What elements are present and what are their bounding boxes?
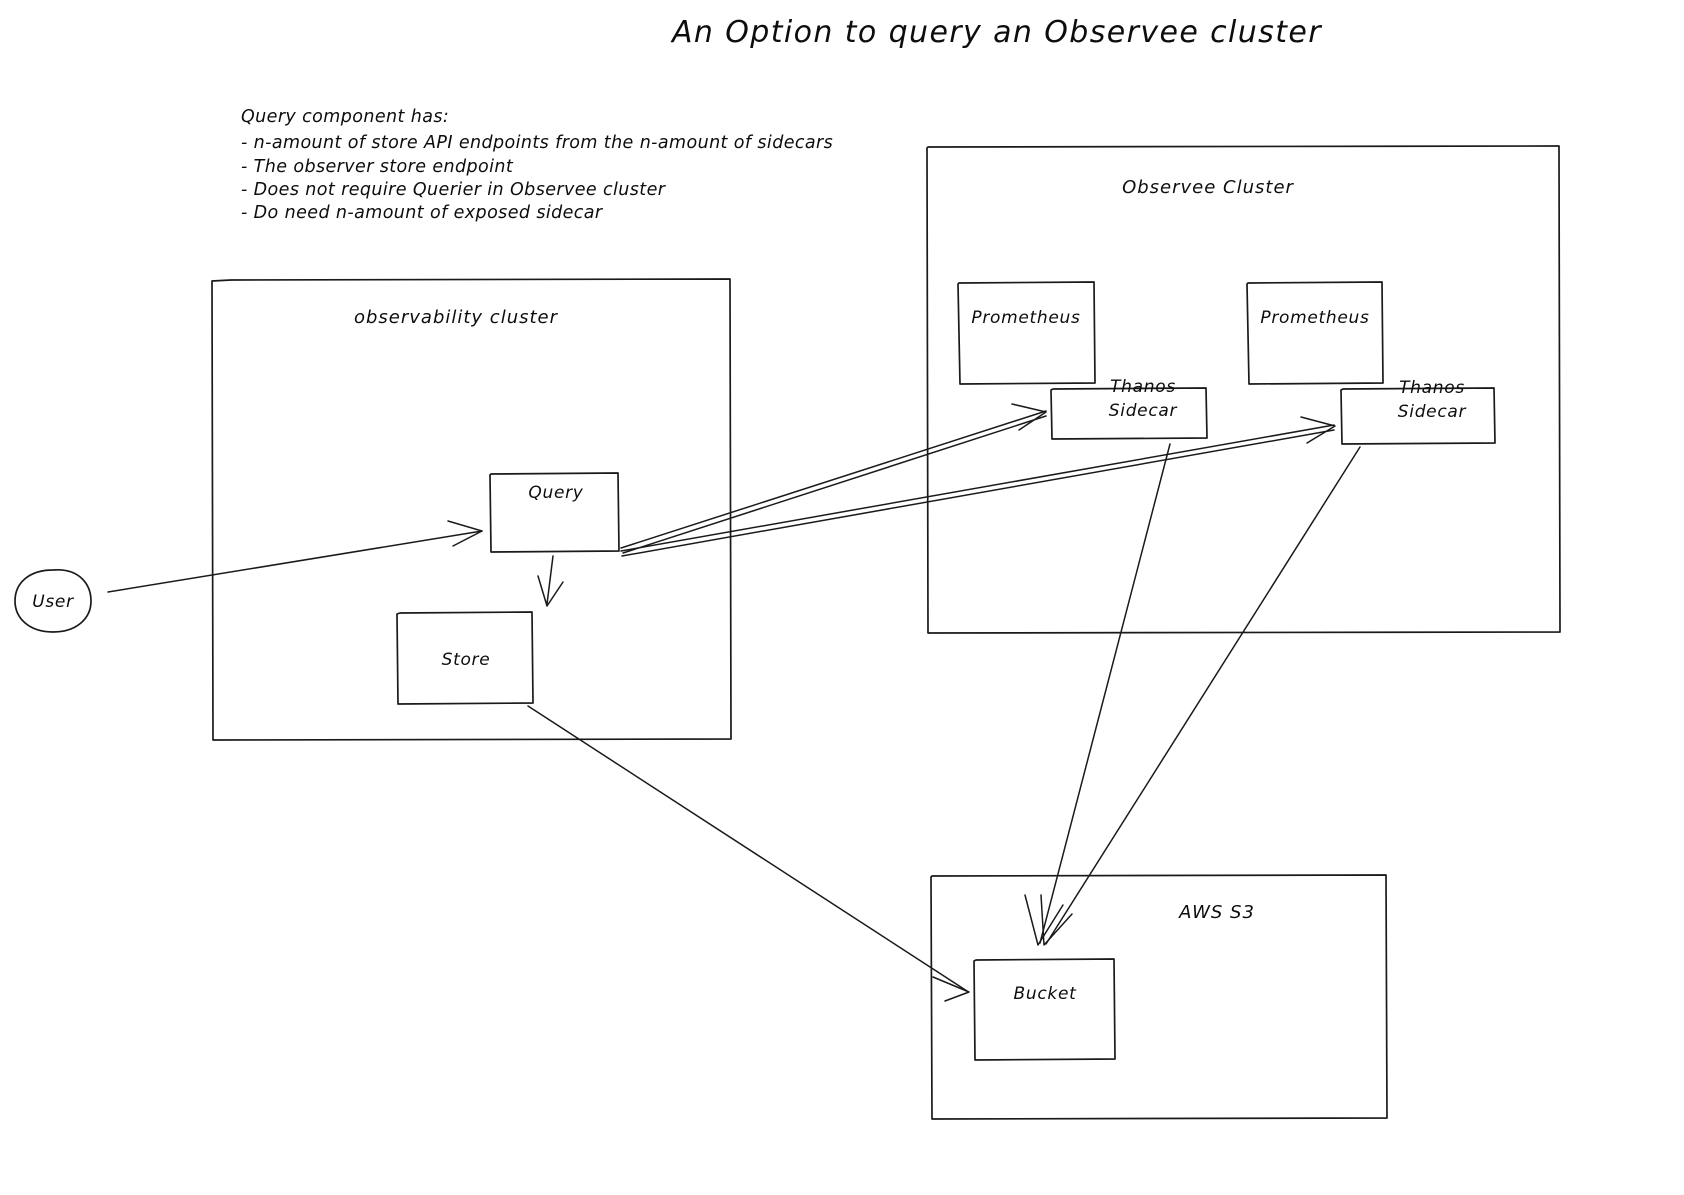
arrow-query-to-sidecar-left: [620, 403, 1047, 554]
arrow-store-to-bucket: [527, 705, 970, 1002]
node-user-shape: [14, 569, 92, 633]
arrow-sidecar-left-to-bucket: [1024, 443, 1171, 946]
cluster-aws-s3-label: AWS S3: [1178, 902, 1255, 923]
node-thanos-sidecar-left-label-line1: Thanos: [1110, 377, 1176, 397]
node-store[interactable]: Store: [396, 611, 534, 705]
node-thanos-sidecar-left-label-line2: Sidecar: [1109, 401, 1178, 421]
node-prometheus-left[interactable]: Prometheus: [957, 281, 1096, 385]
node-thanos-sidecar-left[interactable]: Thanos Sidecar: [1050, 377, 1208, 440]
node-prometheus-left-label: Prometheus: [971, 308, 1080, 328]
node-query-shape: [489, 472, 620, 553]
page-title: An Option to query an Observee cluster: [670, 15, 1322, 50]
node-thanos-sidecar-right-label-line1: Thanos: [1399, 378, 1465, 398]
node-prometheus-right-shape: [1246, 281, 1384, 385]
notes-bullet-1: - The observer store endpoint: [241, 157, 514, 177]
cluster-observee[interactable]: Observee Cluster: [926, 145, 1561, 634]
arrow-user-to-query: [107, 520, 483, 593]
notes-bullet-3: - Do need n-amount of exposed sidecar: [241, 203, 604, 223]
node-thanos-sidecar-right-label-line2: Sidecar: [1398, 402, 1467, 422]
cluster-aws-s3[interactable]: AWS S3: [930, 874, 1388, 1120]
node-prometheus-right-label: Prometheus: [1260, 308, 1369, 328]
arrow-query-to-store: [537, 555, 564, 607]
cluster-observability[interactable]: observability cluster: [211, 278, 732, 741]
cluster-observee-border: [926, 145, 1561, 634]
node-store-label: Store: [442, 650, 491, 670]
node-prometheus-right[interactable]: Prometheus: [1246, 281, 1384, 385]
cluster-aws-s3-border: [930, 874, 1388, 1120]
cluster-observability-border: [211, 278, 732, 741]
node-store-shape: [396, 611, 534, 705]
arrow-sidecar-right-to-bucket: [1040, 446, 1361, 946]
node-bucket-shape: [973, 958, 1116, 1061]
notes-heading: Query component has:: [241, 107, 449, 127]
node-query-label: Query: [528, 483, 583, 503]
node-user-label: User: [32, 592, 74, 612]
node-user[interactable]: User: [14, 569, 92, 633]
node-bucket-label: Bucket: [1014, 984, 1078, 1004]
cluster-observability-label: observability cluster: [354, 307, 559, 328]
arrow-query-to-sidecar-right: [620, 416, 1336, 557]
node-prometheus-left-shape: [957, 281, 1096, 385]
notes-bullet-2: - Does not require Querier in Observee c…: [241, 180, 667, 200]
node-thanos-sidecar-right-shape: [1340, 387, 1496, 445]
node-bucket[interactable]: Bucket: [973, 958, 1116, 1061]
node-thanos-sidecar-right[interactable]: Thanos Sidecar: [1340, 378, 1496, 445]
notes-bullet-0: - n-amount of store API endpoints from t…: [241, 133, 833, 153]
node-query[interactable]: Query: [489, 472, 620, 553]
node-thanos-sidecar-left-shape: [1050, 387, 1208, 440]
notes-block: Query component has: - n-amount of store…: [241, 107, 833, 223]
cluster-observee-label: Observee Cluster: [1122, 177, 1294, 198]
